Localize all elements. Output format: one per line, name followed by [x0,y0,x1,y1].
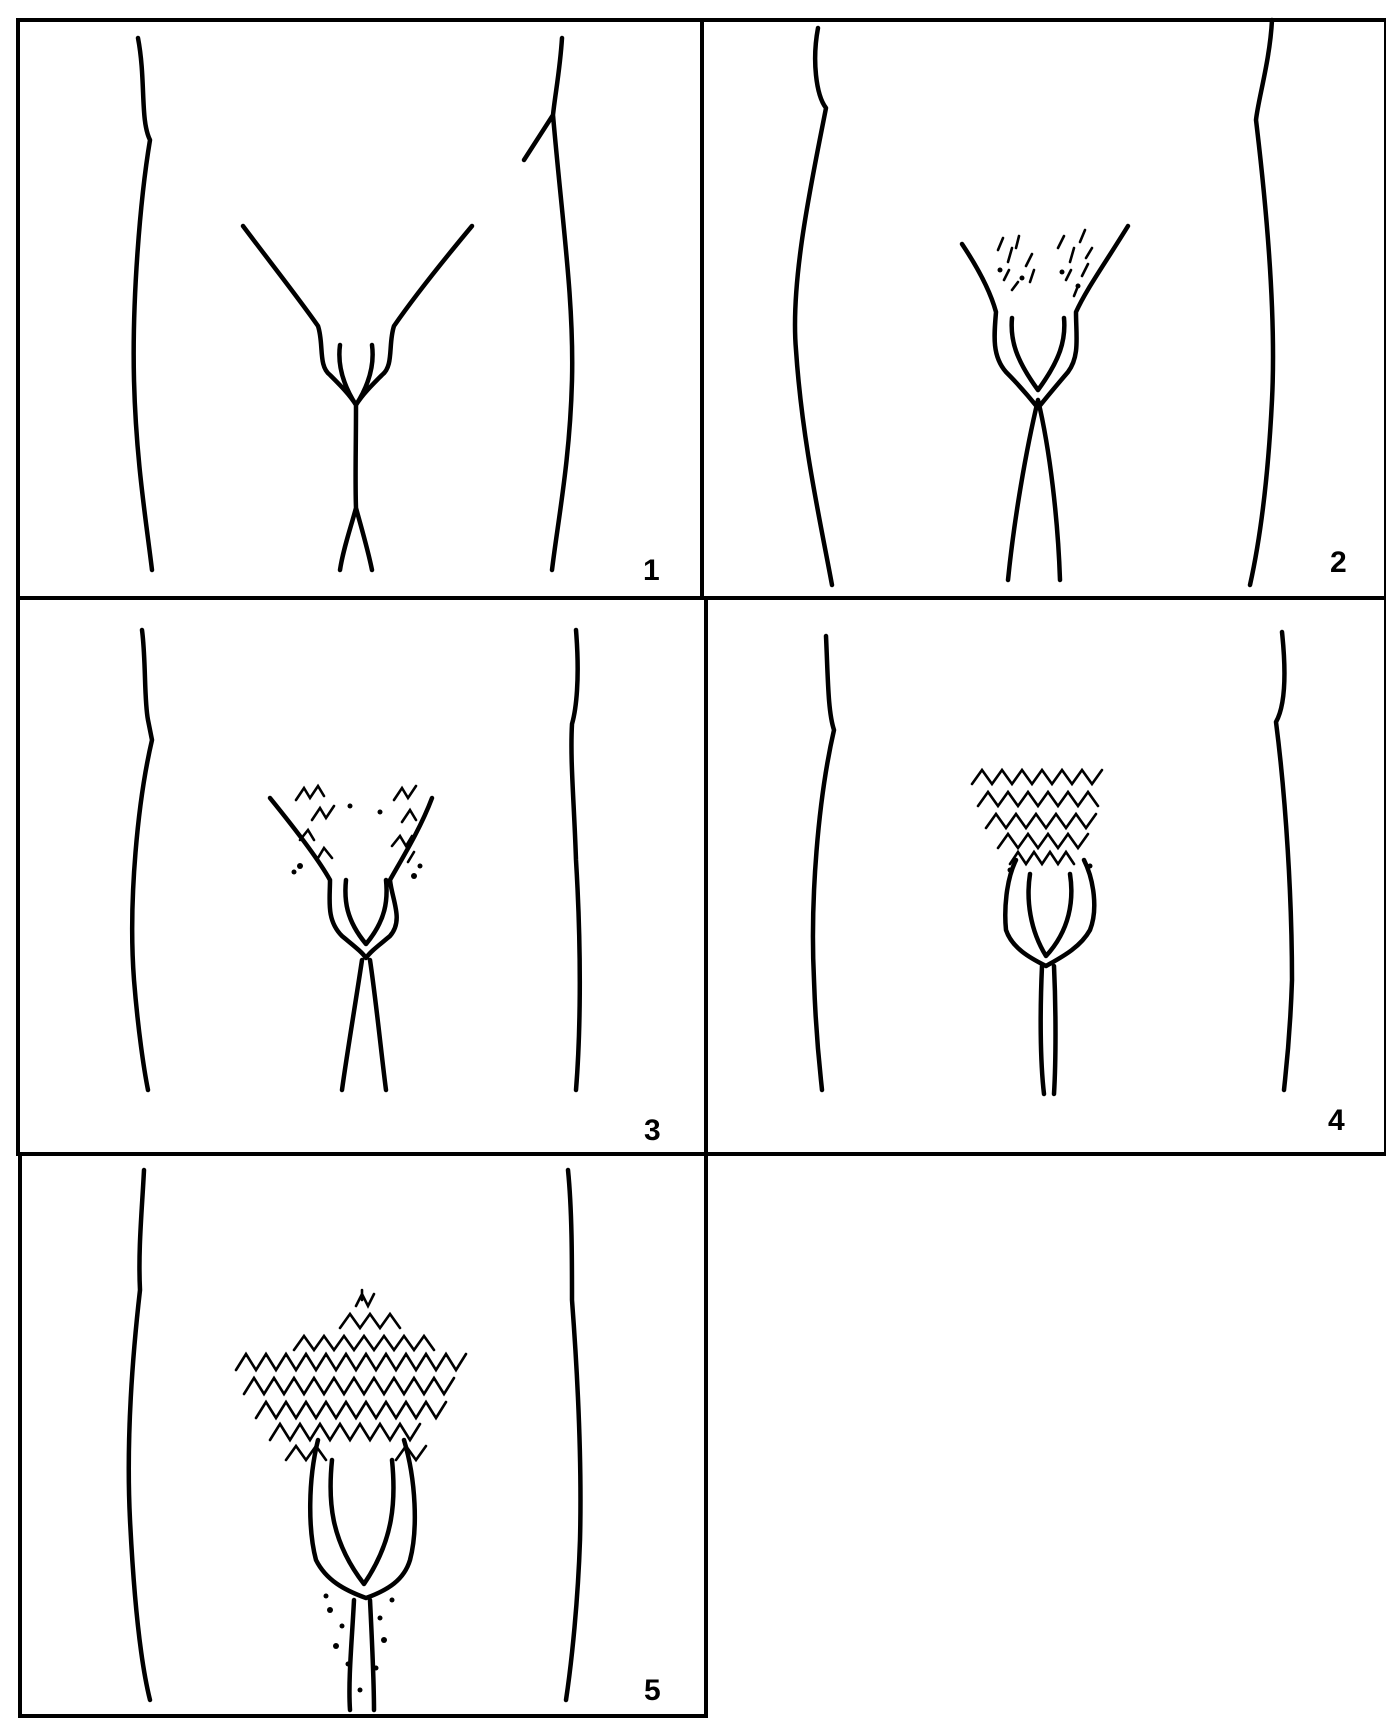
panel-1: 1 [18,20,702,598]
pubic-hair-sparse [998,230,1093,296]
body-outline-right [524,38,572,570]
panel-1-frame [18,20,702,598]
stage-number-4: 4 [1328,1104,1345,1137]
body-outline-left [813,636,834,1090]
stage-number-1: 1 [643,554,660,587]
body-outline-right [571,630,579,1090]
pubic-hair-dense [972,770,1102,873]
panel-3: 3 [18,598,706,1154]
body-outline-left [129,1170,150,1700]
panel-5-frame [20,1154,706,1716]
body-outline-left [132,630,152,1090]
body-outline-right [1276,632,1292,1090]
stage-number-5: 5 [644,1674,661,1707]
genital-outline [1005,860,1094,1094]
body-outline-right [1250,20,1273,585]
pubic-hair-moderate [292,786,423,879]
body-outline-left [134,38,152,570]
body-outline-left [795,28,832,585]
panel-5: 5 [20,1154,706,1716]
genital-outline [243,226,472,570]
stage-number-2: 2 [1330,546,1347,579]
body-outline-right [566,1170,581,1700]
panel-3-frame [18,598,706,1154]
genital-outline [310,1440,415,1710]
panel-4: 4 [706,598,1386,1154]
genital-outline [962,226,1128,580]
panel-2: 2 [702,20,1386,598]
panel-2-frame [702,20,1386,598]
stage-number-3: 3 [644,1114,661,1147]
